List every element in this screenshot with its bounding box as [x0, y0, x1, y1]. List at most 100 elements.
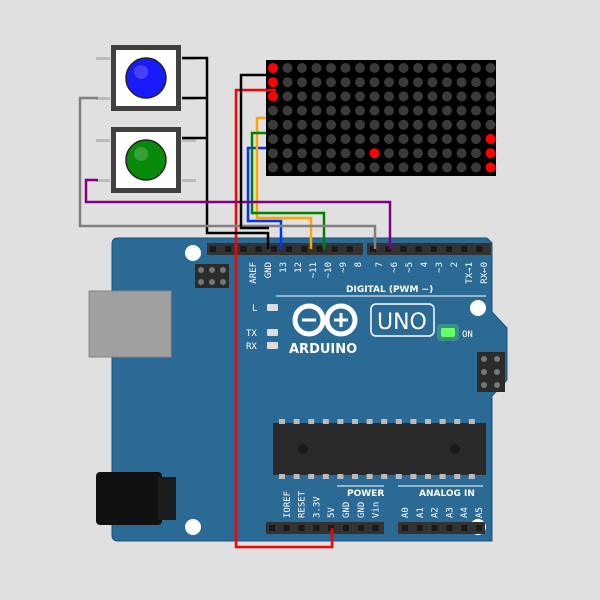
matrix-led-on: [268, 77, 278, 88]
matrix-led-off: [398, 134, 409, 144]
matrix-led-off: [326, 119, 336, 130]
digital-pin-label: 7: [375, 262, 385, 267]
digital-pin-label: 2: [450, 262, 460, 267]
bottom-pin-hole: [431, 525, 438, 531]
digital-pin-hole: [316, 246, 323, 252]
green-button-cap[interactable]: [125, 139, 167, 181]
digital-pin-label: TX→1: [465, 262, 475, 284]
matrix-led-off: [311, 91, 322, 102]
matrix-led-off: [485, 77, 496, 88]
analog-pin-label: A0: [401, 507, 411, 518]
matrix-led-off: [282, 162, 293, 173]
matrix-led-off: [326, 77, 336, 88]
matrix-led-off: [413, 63, 423, 73]
matrix-led-on: [268, 63, 278, 73]
matrix-led-off: [369, 91, 380, 102]
matrix-led-off: [268, 105, 278, 116]
matrix-led-off: [384, 91, 394, 102]
matrix-led-off: [268, 148, 278, 159]
digital-pin-label: ~6: [390, 262, 400, 273]
led-l: [267, 304, 278, 311]
wire-orange-11: [255, 116, 313, 249]
matrix-led-off: [398, 119, 409, 130]
matrix-led-off: [311, 162, 322, 173]
green-pushbutton[interactable]: [96, 127, 196, 193]
digital-pin-hole: [240, 246, 247, 252]
matrix-led-off: [384, 148, 394, 159]
matrix-led-off: [471, 63, 481, 73]
digital-pin-hole: [446, 246, 452, 252]
led-label-tx: TX: [246, 329, 257, 339]
matrix-led-off: [340, 119, 351, 130]
bottom-pin-hole: [461, 525, 468, 531]
digital-pin-label: AREF: [249, 262, 259, 284]
analog-pin-label: A5: [475, 507, 485, 518]
blue-button-cap[interactable]: [125, 57, 167, 99]
power-pin-label: RESET: [298, 490, 308, 518]
matrix-led-off: [456, 162, 467, 173]
matrix-led-off: [442, 63, 452, 73]
matrix-led-off: [427, 77, 438, 88]
bottom-pin-hole: [357, 525, 364, 531]
matrix-led-off: [442, 77, 452, 88]
matrix-led-on: [268, 91, 278, 102]
digital-pin-hole: [286, 246, 292, 252]
blue-pushbutton[interactable]: [96, 45, 196, 111]
matrix-led-off: [340, 105, 351, 116]
matrix-led-off: [326, 105, 336, 116]
matrix-led-off: [413, 91, 423, 102]
matrix-led-off: [485, 105, 496, 116]
matrix-led-off: [442, 105, 452, 116]
digital-pin-label: ~9: [339, 262, 349, 273]
matrix-led-off: [427, 105, 438, 116]
matrix-led-off: [485, 119, 496, 130]
matrix-led-off: [369, 63, 380, 73]
wire-black-matrix-gnd: [239, 73, 269, 230]
digital-pin-hole: [331, 246, 338, 252]
power-led: [441, 328, 455, 337]
matrix-led-off: [340, 63, 351, 73]
matrix-led-off: [355, 63, 365, 73]
matrix-led-off: [297, 77, 307, 88]
matrix-led-on: [485, 162, 496, 173]
analog-pin-label: A3: [445, 507, 455, 518]
power-header: [266, 522, 384, 534]
digital-pin-hole: [225, 246, 232, 252]
matrix-led-off: [369, 162, 380, 173]
matrix-led-off: [456, 148, 467, 159]
matrix-led-off: [268, 134, 278, 144]
digital-pin-label: ~5: [405, 262, 415, 273]
bottom-pin-hole: [269, 525, 275, 531]
matrix-led-off: [384, 77, 394, 88]
arduino-logo-icon: [292, 303, 358, 337]
analog-header: [398, 522, 485, 534]
mounting-hole: [185, 245, 201, 261]
matrix-led-off: [326, 63, 336, 73]
matrix-led-off: [456, 134, 467, 144]
digital-pin-hole: [400, 246, 407, 252]
digital-pin-hole: [430, 246, 437, 252]
matrix-led-off: [282, 148, 293, 159]
matrix-led-off: [442, 162, 452, 173]
matrix-led-off: [471, 105, 481, 116]
matrix-led-off: [471, 77, 481, 88]
power-pin-label: Vin: [372, 502, 382, 518]
bottom-pin-hole: [416, 525, 423, 531]
matrix-led-off: [471, 162, 481, 173]
matrix-led-off: [384, 119, 394, 130]
bottom-pin-hole: [446, 525, 453, 531]
matrix-led-off: [485, 63, 496, 73]
power-label: POWER: [347, 489, 384, 499]
matrix-led-off: [268, 119, 278, 130]
matrix-led-off: [427, 119, 438, 130]
matrix-led-off: [456, 119, 467, 130]
matrix-led-off: [326, 91, 336, 102]
matrix-led-off: [297, 91, 307, 102]
matrix-led-off: [456, 77, 467, 88]
matrix-led-off: [340, 77, 351, 88]
power-pin-label: IOREF: [283, 491, 293, 518]
matrix-led-off: [471, 148, 481, 159]
matrix-led-off: [297, 119, 307, 130]
matrix-led-off: [442, 134, 452, 144]
